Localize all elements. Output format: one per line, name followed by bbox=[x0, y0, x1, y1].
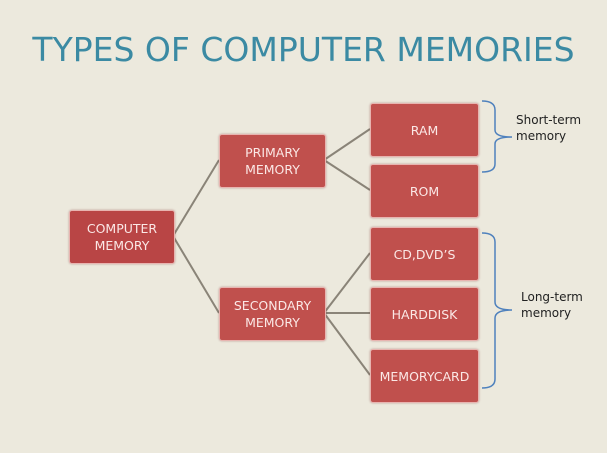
connector-secondary-memorycard bbox=[323, 312, 371, 376]
label-text: Long-term bbox=[521, 290, 583, 304]
node-text: MEMORY bbox=[245, 315, 300, 330]
computer-memory-node: COMPUTER MEMORY bbox=[69, 210, 175, 264]
node-text: COMPUTER bbox=[86, 221, 158, 236]
connector-root-secondary bbox=[172, 235, 220, 314]
ram-node: RAM bbox=[370, 103, 479, 157]
node-text: MEMORY bbox=[245, 162, 300, 177]
node-text: PRIMARY bbox=[245, 145, 300, 160]
connector-primary-rom bbox=[323, 159, 371, 191]
node-text: SECONDARY bbox=[233, 298, 312, 313]
long-term-label: Long-term memory bbox=[521, 289, 583, 321]
primary-memory-node: PRIMARY MEMORY bbox=[219, 134, 326, 188]
short-term-bracket bbox=[481, 100, 513, 173]
secondary-memory-node: SECONDARY MEMORY bbox=[219, 287, 326, 341]
connector-root-primary bbox=[172, 159, 220, 237]
label-text: Short-term bbox=[516, 113, 582, 127]
memorycard-node: MEMORYCARD bbox=[370, 349, 479, 403]
connector-secondary-cd bbox=[323, 252, 371, 314]
connector-primary-ram bbox=[323, 128, 371, 161]
harddisk-node: HARDDISK bbox=[370, 287, 479, 341]
page-title: TYPES OF COMPUTER MEMORIES bbox=[32, 30, 575, 69]
short-term-label: Short-term memory bbox=[516, 112, 581, 144]
node-text: MEMORY bbox=[94, 238, 150, 253]
long-term-bracket bbox=[481, 232, 513, 389]
rom-node: ROM bbox=[370, 164, 479, 218]
label-text: memory bbox=[516, 129, 567, 143]
label-text: memory bbox=[521, 306, 572, 320]
cd-dvd-node: CD,DVD’S bbox=[370, 227, 479, 281]
